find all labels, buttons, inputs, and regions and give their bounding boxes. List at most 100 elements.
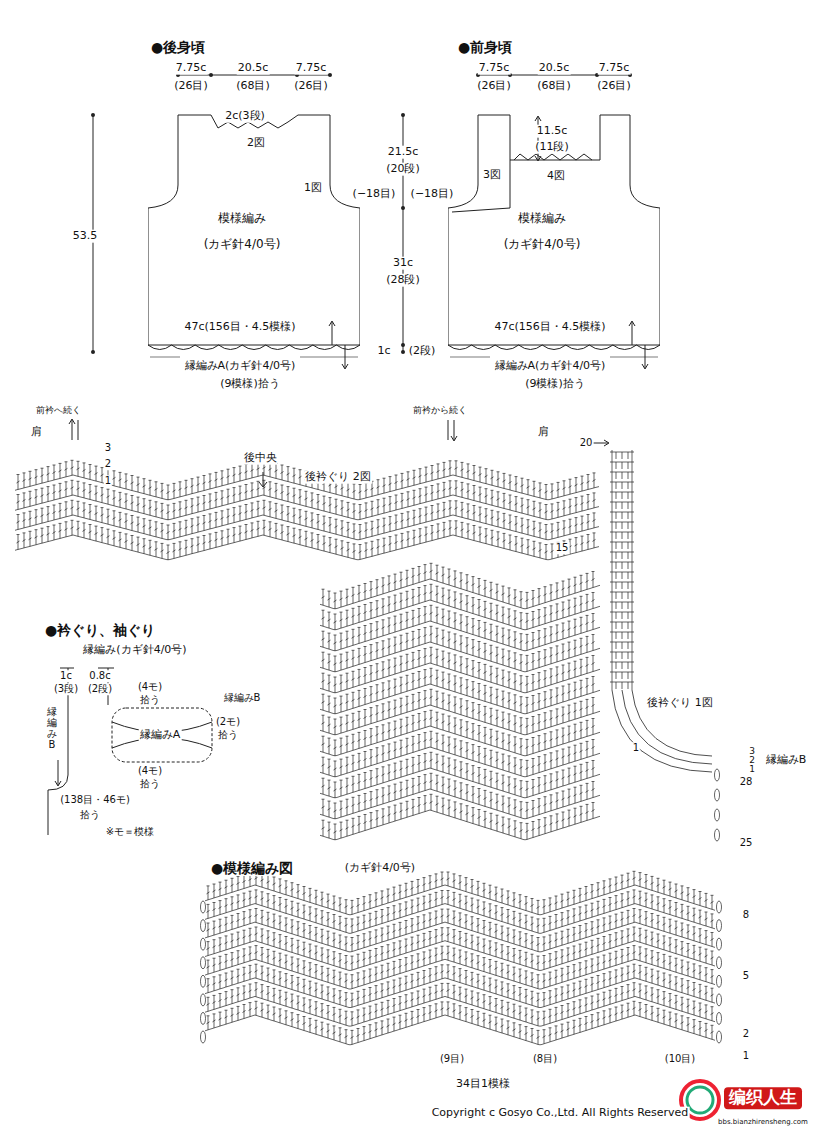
dimension-line — [178, 75, 630, 76]
stitch-row — [205, 890, 715, 933]
label-text: (26目) — [476, 80, 512, 93]
label-text: (68目) — [536, 80, 572, 93]
label-text: 1 — [632, 742, 640, 754]
label-text: 1 — [748, 764, 756, 774]
label-text: 7.75c — [295, 62, 328, 75]
piece-outline-path — [148, 115, 360, 345]
label-text: 縁編みB — [223, 692, 262, 704]
label-text: 拾う — [217, 729, 239, 741]
stitch-row — [320, 710, 600, 756]
piece-text: (カギ針4/0号) — [448, 231, 636, 257]
stitch-row — [205, 983, 715, 1026]
label-text: 20 — [579, 437, 594, 449]
chain-loop — [717, 957, 722, 969]
chain-loop — [201, 957, 206, 969]
label-text: 7.75c — [598, 62, 631, 75]
stitch-row — [320, 752, 600, 798]
label-text: 2 — [104, 458, 112, 470]
edge-column — [610, 450, 634, 690]
dimension-line — [93, 115, 403, 352]
label-text: (138目・46モ) — [59, 794, 131, 806]
label-text: (−18目) — [352, 188, 397, 201]
label-text: 8 — [742, 909, 750, 921]
label-text: 0.8c — [88, 670, 111, 682]
chain-loop — [715, 789, 720, 801]
chain-loop — [717, 938, 722, 950]
stitch-row — [205, 927, 715, 970]
watermark: 编织人生 — [724, 1087, 802, 1109]
chain-loop — [201, 1031, 206, 1043]
label-text: 2図 — [246, 137, 266, 150]
label-text: 47c(156目・4.5模様) — [493, 321, 606, 334]
piece-text: (カギ針4/0号) — [148, 231, 336, 257]
label-text: 2 — [742, 1028, 750, 1040]
pointer-arrow — [259, 472, 267, 487]
chain-loop — [201, 901, 206, 913]
pointer-arrow — [69, 419, 78, 440]
stitch-row — [205, 964, 715, 1007]
label-text: (3段) — [53, 683, 79, 695]
chain-loop — [715, 769, 720, 781]
label-text: 縁編み(カギ針4/0号) — [82, 644, 187, 657]
label-text: 後衿ぐり 1図 — [646, 697, 714, 710]
chain-loop — [717, 1031, 722, 1043]
label-text: 20.5c — [237, 62, 270, 75]
section-heading: ●衿ぐり、袖ぐり — [44, 622, 156, 638]
label-text: 1 — [104, 475, 112, 487]
label-text: 3図 — [482, 169, 502, 182]
band-curve — [112, 722, 212, 748]
label-text: 20.5c — [538, 62, 571, 75]
label-text: 2c(3段) — [224, 110, 266, 123]
label-text: 1c — [59, 670, 73, 682]
label-text: 34目1模様 — [455, 1078, 511, 1091]
label-text: (11段) — [534, 141, 570, 154]
label-text: (9模様)拾う — [219, 378, 281, 391]
label-text: (20段) — [385, 163, 421, 176]
neck-line — [452, 154, 592, 212]
label-text: 21.5c — [387, 146, 420, 159]
stitch-row — [205, 871, 715, 914]
section-heading: ●模様編み図 — [210, 860, 294, 876]
chain-loop — [201, 920, 206, 932]
stitch-row — [320, 563, 600, 609]
stitch-row — [320, 647, 600, 693]
label-text: 前衿から続く — [412, 405, 468, 415]
scallop-edge — [148, 345, 360, 350]
piece-text: 模様編み — [148, 205, 336, 231]
label-text: Copyright c Gosyo Co.,Ltd. All Rights Re… — [431, 1107, 690, 1120]
label-text: 縁編みA(カギ針4/0号) — [184, 360, 297, 373]
label-text: 前衿へ続く — [35, 405, 82, 415]
chain-loop — [201, 994, 206, 1006]
label-text: (9目) — [439, 1053, 465, 1065]
label-text: (9模様)拾う — [524, 378, 586, 391]
label-text: 5 — [742, 970, 750, 982]
label-text: (8目) — [532, 1053, 558, 1065]
label-text: (4モ) — [137, 765, 163, 777]
label-text: ※モ＝模様 — [105, 826, 155, 838]
pointer-arrow — [448, 420, 457, 441]
piece-outline-path — [448, 115, 660, 345]
label-text: 拾う — [139, 694, 161, 706]
label-text: bbs.bianzhirensheng.com — [717, 1118, 809, 1126]
stitch-row — [320, 773, 600, 819]
dashed-outline — [112, 708, 212, 762]
band-line — [150, 357, 658, 358]
label-text: (26目) — [173, 80, 209, 93]
chain-loop — [715, 809, 720, 821]
label-text: 1図 — [303, 182, 323, 195]
chain-loop — [717, 1012, 722, 1024]
label-text: 31c — [392, 257, 414, 270]
label-text: 3 — [104, 442, 112, 454]
stitch-row — [205, 1001, 715, 1044]
logo-ring — [687, 1087, 713, 1113]
section-heading: ●後身頃 — [150, 39, 206, 55]
label-text: (2段) — [408, 345, 437, 358]
label-text: (−18目) — [410, 188, 455, 201]
label-text: 25 — [739, 837, 754, 849]
stitch-row — [320, 584, 600, 630]
label-text: (26目) — [596, 80, 632, 93]
label-text: (10目) — [664, 1053, 697, 1065]
label-text: 7.75c — [175, 62, 208, 75]
stitch-row — [320, 689, 600, 735]
label-text: 縁編みA — [139, 729, 182, 742]
